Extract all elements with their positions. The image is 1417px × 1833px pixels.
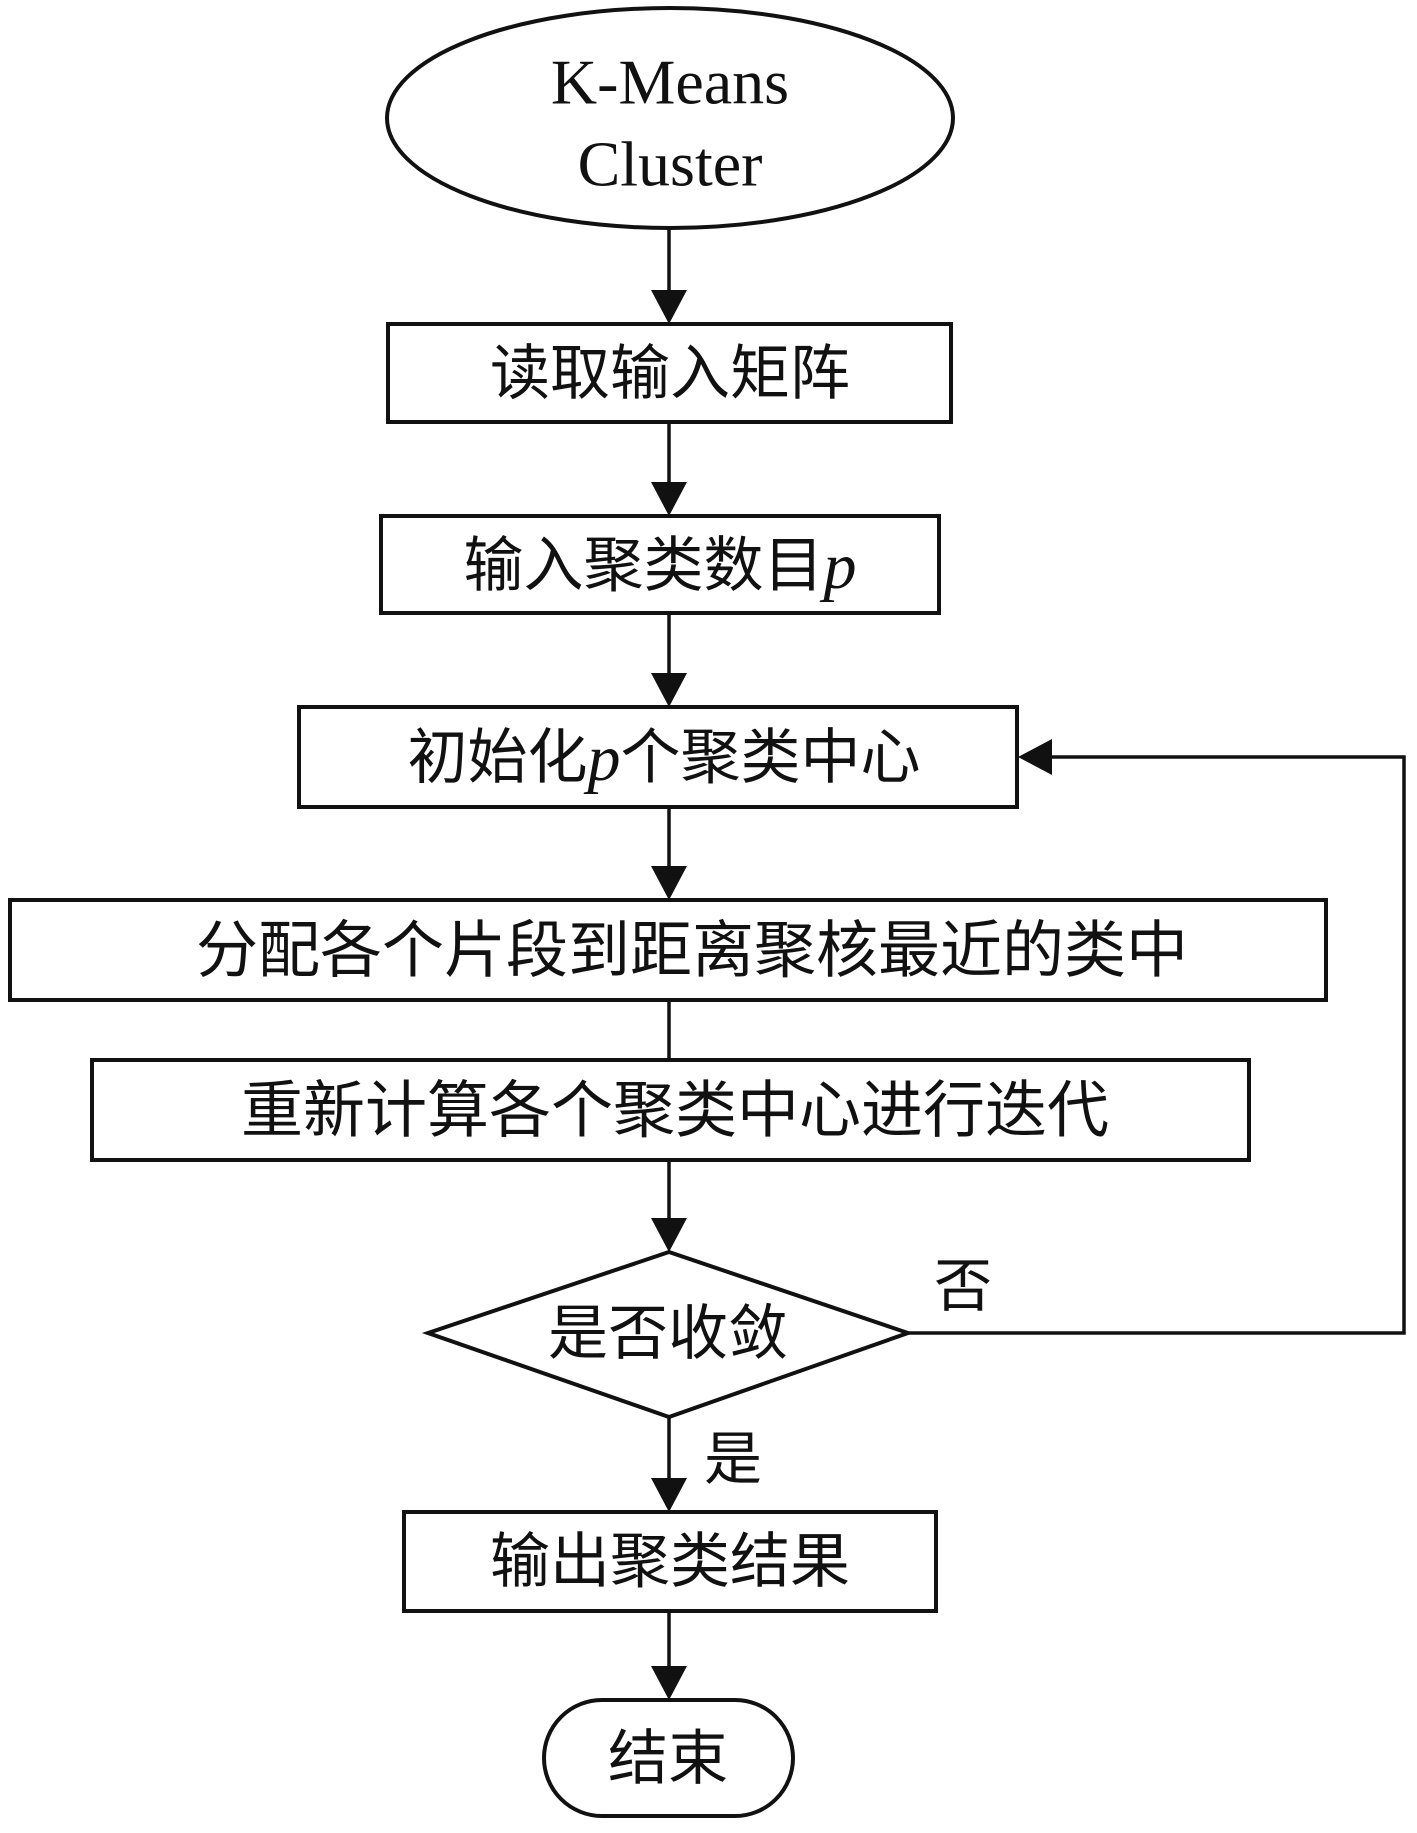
node-end: 结束 bbox=[542, 1698, 795, 1818]
arrowhead-left-icon bbox=[1018, 739, 1052, 775]
node-input-p: 输入聚类数目p bbox=[379, 514, 941, 615]
start-label-line1: K-Means bbox=[551, 47, 789, 118]
start-label-line2: Cluster bbox=[578, 129, 763, 200]
edge-feedback-loop bbox=[908, 755, 1406, 1335]
arrowhead-icon bbox=[651, 866, 687, 900]
input-p-box bbox=[379, 514, 941, 615]
converged-diamond bbox=[421, 1249, 915, 1420]
end-label: 结束 bbox=[608, 1724, 728, 1794]
start-ellipse bbox=[385, 6, 955, 230]
end-terminal bbox=[542, 1698, 795, 1818]
read-matrix-label: 读取输入矩阵 bbox=[490, 339, 850, 409]
input-p-label: 输入聚类数目p bbox=[464, 530, 857, 603]
node-converged: 是否收敛 bbox=[421, 1249, 915, 1420]
input-p-label-text: 输入聚类数目 bbox=[464, 531, 824, 601]
node-read-matrix: 读取输入矩阵 bbox=[386, 322, 953, 424]
arrowhead-icon bbox=[651, 290, 687, 324]
recompute-box bbox=[90, 1058, 1251, 1162]
assign-box bbox=[8, 898, 1328, 1002]
input-p-variable: p bbox=[820, 530, 857, 603]
node-init-centers: 初始化p个聚类中心 bbox=[297, 705, 1019, 809]
init-centers-variable: p bbox=[584, 722, 621, 795]
node-recompute: 重新计算各个聚类中心进行迭代 bbox=[90, 1058, 1251, 1162]
output-box bbox=[402, 1510, 938, 1613]
connectors bbox=[651, 229, 1406, 1700]
output-label: 输出聚类结果 bbox=[490, 1527, 850, 1597]
arrowhead-icon bbox=[651, 1666, 687, 1700]
init-centers-label-prefix: 初始化 bbox=[408, 723, 588, 793]
arrowhead-icon bbox=[651, 482, 687, 516]
read-matrix-box bbox=[386, 322, 953, 424]
node-start: K-Means Cluster bbox=[385, 6, 955, 230]
init-centers-box bbox=[297, 705, 1019, 809]
assign-label: 分配各个片段到距离聚核最近的类中 bbox=[196, 914, 1188, 987]
edge-label-yes: 是 bbox=[704, 1425, 762, 1493]
node-output: 输出聚类结果 bbox=[402, 1510, 938, 1613]
arrowhead-icon bbox=[651, 1478, 687, 1512]
recompute-label: 重新计算各个聚类中心进行迭代 bbox=[241, 1074, 1109, 1147]
init-centers-label: 初始化p个聚类中心 bbox=[408, 722, 921, 795]
arrowhead-icon bbox=[651, 1218, 687, 1252]
init-centers-label-suffix: 个聚类中心 bbox=[621, 723, 921, 793]
converged-label: 是否收敛 bbox=[548, 1299, 788, 1369]
arrowhead-icon bbox=[651, 673, 687, 707]
node-assign: 分配各个片段到距离聚核最近的类中 bbox=[8, 898, 1328, 1002]
edge-label-no: 否 bbox=[934, 1252, 992, 1320]
